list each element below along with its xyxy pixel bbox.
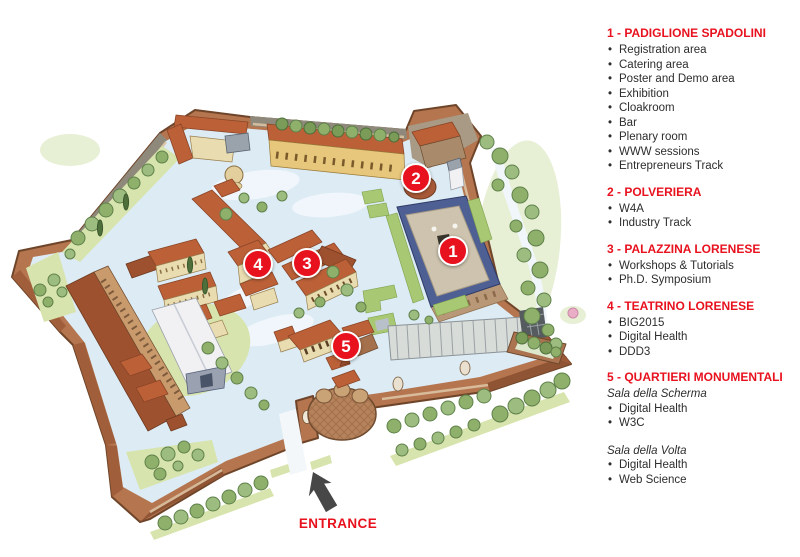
legend-section-1: 1 - PADIGLIONE SPADOLINI Registration are… xyxy=(607,26,797,174)
legend-section-3: 3 - PALAZZINA LORENESE Workshops & Tutori… xyxy=(607,242,797,288)
entrance-tower xyxy=(295,351,377,444)
legend-item: Digital Health xyxy=(607,458,797,473)
entrance-arrow xyxy=(308,472,338,513)
fortress-map-illustration xyxy=(11,104,586,540)
legend-section-title: 5 - QUARTIERI MONUMENTALI xyxy=(607,370,783,384)
entrance-road xyxy=(270,409,332,478)
legend-item: Catering area xyxy=(607,58,797,73)
legend-subtitle: Sala della Scherma xyxy=(607,388,707,400)
legend-item: Poster and Demo area xyxy=(607,72,797,87)
legend-item: BIG2015 xyxy=(607,316,797,331)
legend-item: Workshops & Tutorials xyxy=(607,259,797,274)
legend-section-title: 2 - POLVERIERA xyxy=(607,184,702,199)
northeast-buildings xyxy=(408,113,478,191)
legend-item: W3C xyxy=(607,416,797,431)
legend-section-title: 4 - TEATRINO LORENESE xyxy=(607,298,755,313)
legend-section-4: 4 - TEATRINO LORENESE BIG2015Digital Heal… xyxy=(607,299,797,360)
legend-section-title: 1 - PADIGLIONE SPADOLINI xyxy=(607,26,766,40)
arcade-building xyxy=(65,265,191,432)
warehouse-building xyxy=(151,297,233,395)
southeast-wall-arches xyxy=(392,360,471,392)
legend-item: Plenary room xyxy=(607,130,797,145)
legend-item: Digital Health xyxy=(607,402,797,417)
legend: 1 - PADIGLIONE SPADOLINI Registration are… xyxy=(607,26,797,498)
legend-item: Entrepreneurs Track xyxy=(607,159,797,174)
legend-item: W4A xyxy=(607,202,797,217)
entrance-label: ENTRANCE xyxy=(298,516,378,531)
legend-section-5: 5 - QUARTIERI MONUMENTALI Sala della Sche… xyxy=(607,370,797,487)
legend-item: WWW sessions xyxy=(607,145,797,160)
legend-item: Ph.D. Symposium xyxy=(607,273,797,288)
legend-item: Industry Track xyxy=(607,216,797,231)
legend-subtitle: Sala della Volta xyxy=(607,444,687,457)
legend-item: Cloakroom xyxy=(607,101,797,116)
trees xyxy=(33,117,571,531)
legend-item: Web Science xyxy=(607,473,797,488)
legend-section-2: 2 - POLVERIERA W4AIndustry Track xyxy=(607,185,797,231)
yellow-barracks-building xyxy=(266,123,406,181)
legend-item: Registration area xyxy=(607,43,797,58)
legend-item: Exhibition xyxy=(607,87,797,102)
polveriera-dome xyxy=(403,174,437,200)
legend-item: Digital Health xyxy=(607,330,797,345)
northwest-buildings xyxy=(166,114,251,191)
garden-terraces xyxy=(361,188,398,336)
legend-section-title: 3 - PALAZZINA LORENESE xyxy=(607,241,761,256)
legend-item: DDD3 xyxy=(607,345,797,360)
legend-item: Bar xyxy=(607,116,797,131)
cypress-trees xyxy=(96,193,209,295)
